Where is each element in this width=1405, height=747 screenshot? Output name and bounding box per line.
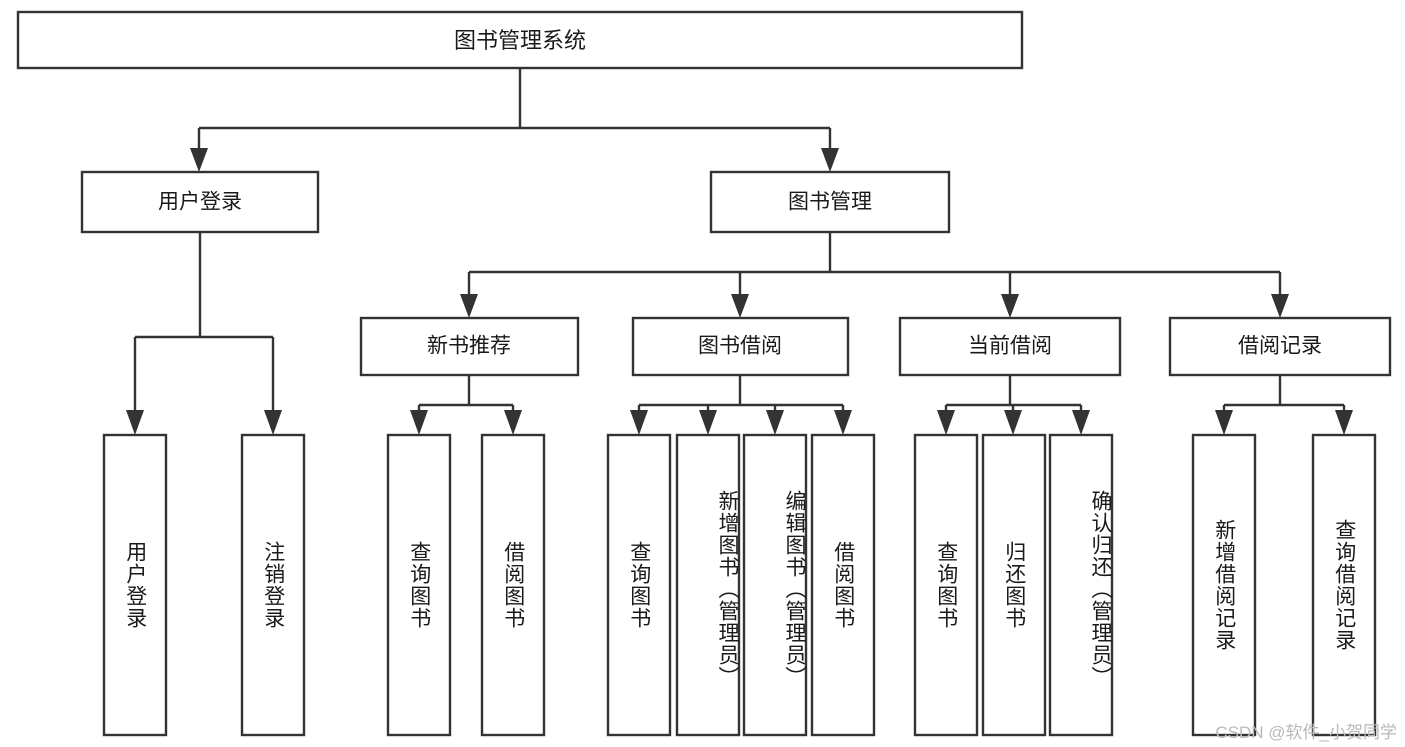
- arrow-head-leaf-query-record: [1335, 410, 1353, 435]
- arrow-head-leaf-borrow-book-1: [504, 410, 522, 435]
- arrow-head-leaf-logout: [264, 410, 282, 435]
- node-leaf-edit-book[interactable]: [742, 433, 808, 737]
- node-leaf-query-book-2[interactable]: [606, 433, 672, 737]
- watermark-label: CSDN @软件_小贺同学: [1215, 723, 1397, 742]
- node-book-manage[interactable]: [709, 170, 951, 234]
- node-leaf-user-login[interactable]: [102, 433, 168, 737]
- node-book-manage-label: 图书管理: [788, 191, 872, 214]
- node-leaf-query-book-3[interactable]: [913, 433, 979, 737]
- arrow-head-leaf-edit-book: [766, 410, 784, 435]
- arrow-head-leaf-return-book: [1004, 410, 1022, 435]
- node-borrow-record[interactable]: [1168, 316, 1392, 377]
- node-root-label: 图书管理系统: [454, 28, 586, 53]
- node-leaf-logout[interactable]: [240, 433, 306, 737]
- arrow-head-user-login: [190, 148, 208, 172]
- arrow-head-leaf-query-book-1: [410, 410, 428, 435]
- arrow-head-leaf-query-book-3: [937, 410, 955, 435]
- node-current-borrow-label: 当前借阅: [968, 335, 1052, 358]
- arrow-head-leaf-user-login: [126, 410, 144, 435]
- node-leaf-add-record[interactable]: [1191, 433, 1257, 737]
- node-user-login[interactable]: [80, 170, 320, 234]
- node-current-borrow[interactable]: [898, 316, 1122, 377]
- node-book-borrow-label: 图书借阅: [698, 335, 782, 358]
- arrow-head-leaf-borrow-book-2: [834, 410, 852, 435]
- arrow-head-leaf-add-record: [1215, 410, 1233, 435]
- node-leaf-query-record[interactable]: [1311, 433, 1377, 737]
- node-new-book-rec[interactable]: [359, 316, 580, 377]
- node-leaf-return-book[interactable]: [981, 433, 1047, 737]
- node-leaf-borrow-book-1[interactable]: [480, 433, 546, 737]
- arrow-head-book-borrow: [731, 294, 749, 318]
- node-leaf-borrow-book-2[interactable]: [810, 433, 876, 737]
- arrow-head-book-manage: [821, 148, 839, 172]
- arrow-head-borrow-record: [1271, 294, 1289, 318]
- node-leaf-query-book-1[interactable]: [386, 433, 452, 737]
- edge-layer: [126, 68, 1353, 435]
- node-leaf-add-book[interactable]: [675, 433, 741, 737]
- arrow-head-leaf-confirm-return: [1072, 410, 1090, 435]
- node-borrow-record-label: 借阅记录: [1238, 335, 1322, 358]
- node-new-book-rec-label: 新书推荐: [427, 335, 511, 358]
- arrow-head-leaf-add-book: [699, 410, 717, 435]
- node-leaf-confirm-return[interactable]: [1048, 433, 1114, 737]
- node-user-login-label: 用户登录: [158, 191, 242, 214]
- node-root[interactable]: [16, 10, 1024, 70]
- arrow-head-new-book-rec: [460, 294, 478, 318]
- arrow-head-current-borrow: [1001, 294, 1019, 318]
- node-layer: 图书管理系统 用户登录 图书管理 新书推荐 图书借阅 当前借阅 借阅记录: [16, 10, 1392, 737]
- node-book-borrow[interactable]: [631, 316, 850, 377]
- arrow-head-leaf-query-book-2: [630, 410, 648, 435]
